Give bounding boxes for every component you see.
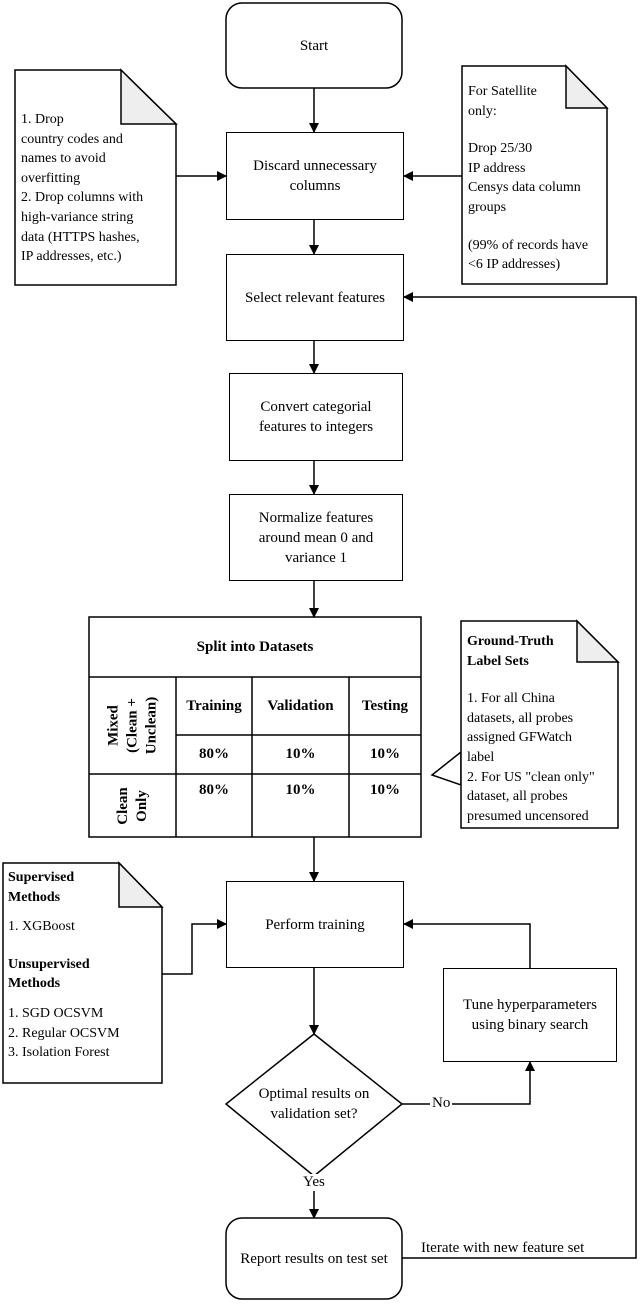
gt-title: Label Sets	[467, 653, 529, 669]
mixed-training-value: 80%	[199, 746, 229, 762]
left-note-line: data (HTTPS hashes,	[21, 229, 140, 245]
left-note-line: high-variance string	[21, 209, 134, 225]
convert-features-box: Convert categorial features to integers	[229, 373, 403, 461]
decision-label: Optimal results on validation set?	[258, 1086, 370, 1122]
left-note-shape	[14, 68, 178, 286]
gt-line: assigned GFWatch	[467, 730, 573, 746]
right-note-line: only:	[468, 103, 497, 119]
select-features-label: Select relevant features	[245, 289, 385, 306]
col-header-validation: Validation	[267, 697, 334, 714]
gt-pointer	[430, 750, 462, 787]
gt-title: Ground-Truth	[467, 634, 554, 649]
right-note-line: groups	[468, 199, 507, 215]
start-node	[225, 2, 403, 89]
left-note-line: IP addresses, etc.)	[21, 249, 122, 265]
normalize-features-box: Normalize features around mean 0 and var…	[229, 494, 403, 581]
unsupervised-title: Unsupervised	[8, 956, 90, 972]
gt-line: datasets, all probes	[467, 710, 574, 726]
convert-features-label: Convert categorial features to integers	[258, 399, 374, 435]
left-note-line: 2. Drop columns with	[21, 190, 144, 206]
perform-training-box: Perform training	[226, 881, 404, 968]
edge-label-iterate: Iterate with new feature set	[421, 1240, 585, 1256]
method-item: 1. XGBoost	[8, 919, 75, 935]
select-features-box: Select relevant features	[226, 254, 404, 341]
row-clean-line: Clean	[114, 786, 131, 825]
arrow-decision-tune	[402, 1061, 535, 1105]
gt-line: presumed uncensored	[467, 808, 589, 824]
edge-label-yes: Yes	[301, 1174, 327, 1191]
row-header-clean: Clean Only	[89, 774, 176, 837]
right-note-line: (99% of records have	[468, 237, 589, 253]
method-item: 1. SGD OCSVM	[8, 1005, 104, 1021]
gt-note-shape	[460, 619, 620, 829]
supervised-title: Methods	[8, 889, 61, 905]
left-note: 1. Drop country codes and names to avoid…	[21, 110, 171, 267]
report-node	[225, 1217, 403, 1300]
right-note-line: Drop 25/30	[468, 141, 533, 157]
normalize-features-label: Normalize features around mean 0 and var…	[258, 509, 374, 566]
perform-training-label: Perform training	[265, 916, 365, 933]
gt-line: 1. For all China	[467, 691, 555, 707]
col-header-testing: Testing	[361, 697, 409, 714]
start-label: Start	[299, 37, 329, 54]
left-note-line: names to avoid	[21, 151, 106, 167]
left-note-line: 1. Drop	[21, 112, 64, 127]
arrow-methods-train	[162, 919, 227, 975]
split-table-grid	[88, 616, 422, 838]
clean-testing-value: 10%	[370, 782, 400, 798]
ground-truth-note: Ground-Truth Label Sets 1. For all China…	[467, 632, 617, 826]
method-item: 3. Isolation Forest	[8, 1045, 110, 1061]
clean-training-value: 80%	[199, 782, 229, 798]
arrow-iterate-select	[402, 292, 637, 1259]
row-mixed-line: (Clean +	[124, 698, 140, 753]
method-item: 2. Regular OCSVM	[8, 1025, 120, 1041]
right-note-line: Censys data column	[468, 180, 581, 196]
mixed-validation-value: 10%	[285, 746, 316, 762]
row-mixed-line: Mixed	[105, 705, 121, 746]
arrow-tune-train	[403, 919, 531, 968]
gt-line: label	[467, 749, 495, 765]
report-results-label: Report results on test set	[240, 1250, 388, 1267]
col-header-training: Training	[186, 697, 242, 714]
right-note-line: <6 IP addresses)	[468, 257, 561, 273]
right-note: For Satellite only: Drop 25/30 IP addres…	[468, 82, 608, 275]
unsupervised-title: Methods	[8, 976, 61, 992]
tune-hyperparameters-label: Tune hyperparameters using binary search	[463, 997, 597, 1033]
mixed-testing-value: 10%	[370, 746, 400, 762]
discard-columns-label: Discard unnecessary columns	[253, 158, 377, 194]
discard-columns-box: Discard unnecessary columns	[226, 132, 404, 220]
gt-line: 2. For US "clean only"	[467, 769, 595, 785]
right-note-line: For Satellite	[468, 84, 537, 99]
right-note-shape	[461, 64, 609, 285]
row-mixed-line: Unclean)	[143, 696, 159, 755]
left-note-line: overfitting	[21, 170, 81, 186]
clean-validation-value: 10%	[285, 782, 316, 798]
methods-note-shape	[2, 861, 164, 1084]
left-note-line: country codes and	[21, 131, 123, 147]
gt-line: dataset, all probes	[467, 789, 568, 805]
table-title: Split into Datasets	[196, 638, 314, 655]
split-datasets-table: Split into Datasets Training Validation …	[89, 617, 421, 837]
row-clean-line: Only	[133, 789, 150, 822]
edge-label-no: No	[430, 1095, 453, 1112]
supervised-title: Supervised	[8, 870, 75, 885]
tune-hyperparameters-box: Tune hyperparameters using binary search	[443, 968, 617, 1062]
right-note-line: IP address	[468, 160, 526, 176]
methods-note: Supervised Methods 1. XGBoost Unsupervis…	[8, 868, 158, 1063]
row-header-mixed: Mixed (Clean + Unclean)	[89, 677, 176, 774]
